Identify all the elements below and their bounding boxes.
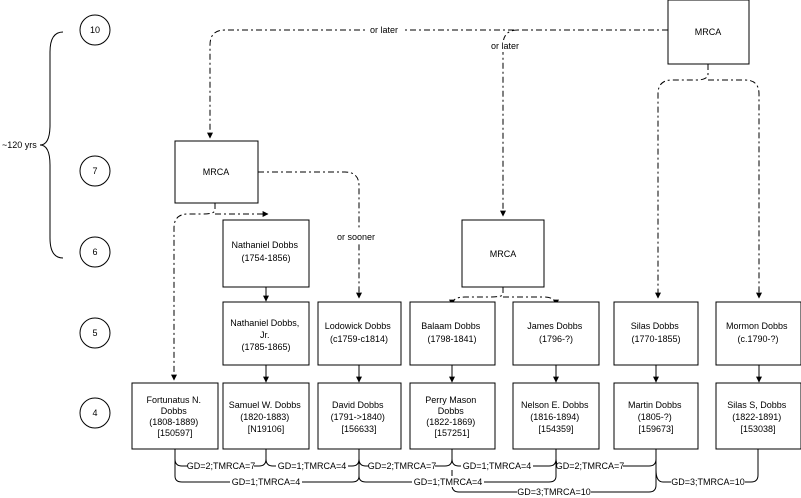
distance-label-6: GD=1;TMRCA=4 bbox=[463, 461, 532, 471]
person-text-james: James Dobbs (1796-?) bbox=[527, 321, 585, 344]
connector-mrca10-to-silas bbox=[655, 64, 709, 299]
person-box-perry bbox=[409, 382, 496, 450]
person-box-silas-s bbox=[715, 382, 801, 450]
person-box-nathaniel-sr bbox=[222, 219, 310, 288]
person-text-samuel: Samuel W. Dobbs (1820-1883) [N19106] bbox=[229, 400, 304, 434]
person-box-nelson bbox=[512, 382, 600, 450]
person-text-mormon: Mormon Dobbs (c.1790-?) bbox=[726, 321, 790, 344]
descent-arrows bbox=[263, 287, 762, 383]
person-text-david: David Dobbs (1791->1840) [156633] bbox=[331, 400, 388, 434]
mrca-label-gen6: MRCA bbox=[490, 249, 517, 259]
annotation-or-later-1: or later bbox=[370, 25, 398, 35]
connector-mrca10-to-mrca6 bbox=[500, 29, 519, 217]
distance-label-9: GD=3;TMRCA=10 bbox=[671, 477, 745, 487]
person-text-nathaniel-jr: Nathaniel Dobbs, Jr. (1785-1865) bbox=[230, 318, 302, 352]
mrca-boxes: MRCA MRCA MRCA bbox=[174, 0, 750, 288]
person-box-fortunatus bbox=[131, 382, 219, 450]
connector-mrca10-to-mrca7 bbox=[207, 29, 668, 139]
mrca-label-gen7: MRCA bbox=[203, 167, 230, 177]
generation-circle-7 bbox=[79, 155, 111, 187]
distance-label-5: GD=2;TMRCA=7 bbox=[556, 461, 625, 471]
connector-mrca7-to-lodowick bbox=[258, 171, 362, 299]
person-text-silas-s: Silas S, Dobbs (1822-1891) [153038] bbox=[727, 400, 789, 434]
distance-labels: GD=2;TMRCA=7 GD=1;TMRCA=4 GD=2;TMRCA=7 G… bbox=[187, 460, 745, 497]
bracket-david-perry bbox=[358, 449, 453, 467]
mrca-label-gen10: MRCA bbox=[695, 27, 722, 37]
person-box-samuel bbox=[222, 382, 310, 450]
bracket-david-nelson bbox=[358, 449, 557, 483]
generation-circle-4 bbox=[79, 397, 111, 429]
person-box-david bbox=[317, 382, 402, 450]
generation-circle-10 bbox=[79, 14, 111, 46]
person-box-balaam bbox=[409, 301, 496, 366]
span-label: ~120 yrs bbox=[2, 140, 37, 150]
generation-label-5: 5 bbox=[92, 328, 97, 338]
person-text-nelson: Nelson E. Dobbs (1816-1894) [154359] bbox=[521, 400, 591, 434]
person-box-nathaniel-jr bbox=[222, 301, 310, 366]
person-box-martin bbox=[613, 382, 699, 450]
person-text-balaam: Balaam Dobbs (1798-1841) bbox=[421, 321, 483, 344]
generation-label-10: 10 bbox=[90, 25, 100, 35]
generation-label-7: 7 bbox=[92, 166, 97, 176]
distance-label-4: GD=1;TMRCA=4 bbox=[232, 477, 301, 487]
connector-mrca10-to-mormon bbox=[708, 79, 762, 299]
person-text-martin: Martin Dobbs (1805-?) [159673] bbox=[628, 400, 684, 434]
connector-mrca6-to-balaam bbox=[449, 287, 504, 306]
distance-label-2: GD=1;TMRCA=4 bbox=[278, 461, 347, 471]
person-box-mormon bbox=[715, 301, 801, 366]
mrca-box-gen7 bbox=[174, 140, 259, 204]
distance-label-1: GD=2;TMRCA=7 bbox=[187, 461, 256, 471]
generation-scale: 10 7 6 5 4 ~120 yrs bbox=[2, 14, 111, 429]
mrca-box-gen6 bbox=[461, 219, 545, 288]
annotation-or-sooner: or sooner bbox=[337, 232, 375, 242]
person-text-silas: Silas Dobbs (1770-1855) bbox=[631, 321, 682, 344]
annotation-or-later-2: or later bbox=[491, 41, 519, 51]
distance-label-8: GD=3;TMRCA=10 bbox=[517, 487, 591, 497]
generation-circle-6 bbox=[79, 236, 111, 268]
bracket-martin-silas-s bbox=[655, 449, 759, 483]
person-boxes: Nathaniel Dobbs (1754-1856) Nathaniel Do… bbox=[131, 219, 801, 450]
person-text-fortunatus: Fortunatus N. Dobbs (1808-1889) [150597] bbox=[146, 395, 203, 438]
distance-label-3: GD=2;TMRCA=7 bbox=[368, 461, 437, 471]
person-box-lodowick bbox=[317, 301, 402, 366]
generation-label-4: 4 bbox=[92, 408, 97, 418]
generation-label-6: 6 bbox=[92, 247, 97, 257]
person-text-lodowick: Lodowick Dobbs (c1759-c1814) bbox=[325, 321, 394, 344]
generation-circle-5 bbox=[79, 317, 111, 349]
person-box-james bbox=[512, 301, 600, 366]
connector-mrca7-to-fortunatus bbox=[171, 203, 216, 381]
mrca-box-gen10 bbox=[667, 0, 750, 65]
span-brace bbox=[39, 31, 64, 259]
person-text-perry: Perry Mason Dobbs (1822-1869) [157251] bbox=[425, 395, 479, 438]
connector-annotations: or later or later or sooner bbox=[335, 23, 525, 243]
person-box-silas bbox=[613, 301, 699, 366]
distance-label-7: GD=1;TMRCA=4 bbox=[414, 477, 483, 487]
person-text-nathaniel-sr: Nathaniel Dobbs (1754-1856) bbox=[231, 240, 300, 263]
